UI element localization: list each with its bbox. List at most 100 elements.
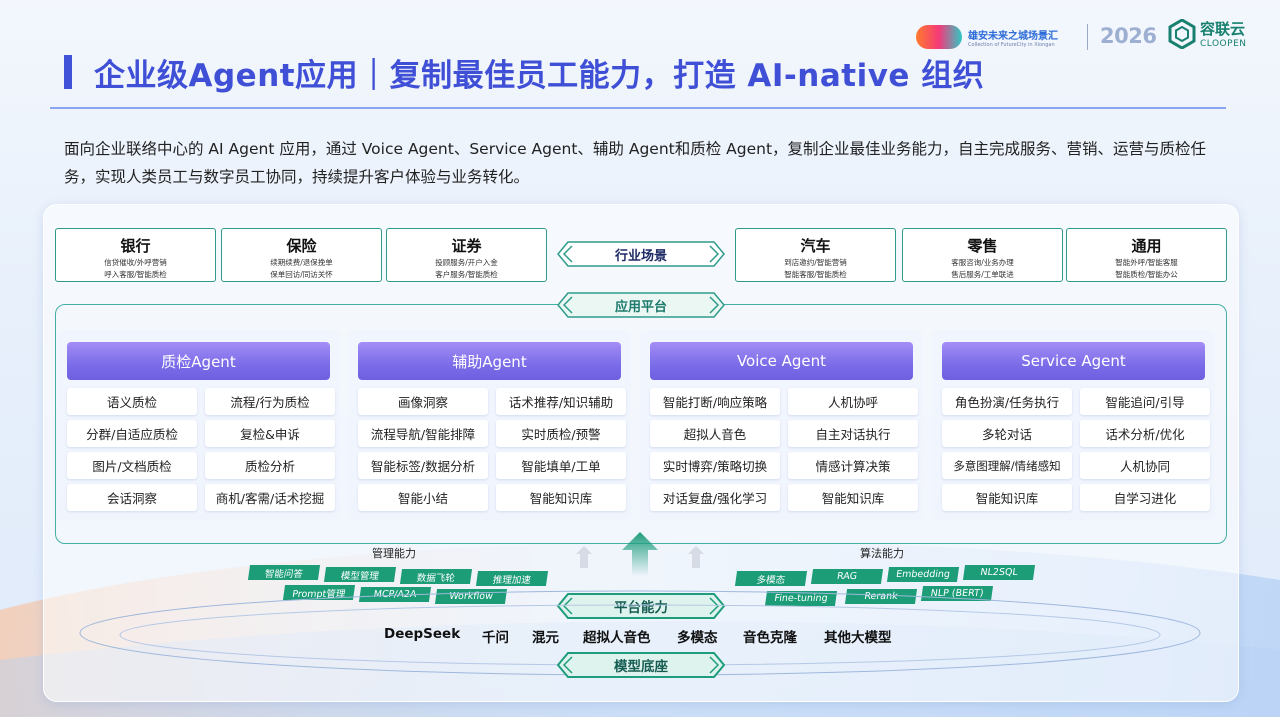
industry-desc: 智能外呼/智能客服 — [1115, 258, 1178, 267]
chevron-tag-icon — [556, 652, 726, 678]
industry-card-auto: 汽车 到店邀约/智能营销 智能客服/智能质检 — [735, 228, 896, 282]
agent-capability: 多意图理解/情绪感知 — [942, 452, 1072, 479]
industry-name: 保险 — [286, 237, 317, 255]
agent-title: Service Agent — [942, 342, 1205, 380]
brand-name-cn: 容联云 — [1200, 20, 1246, 38]
agent-column-assist: 辅助Agent 画像洞察 话术推荐/知识辅助 流程导航/智能排障 实时质检/预警… — [348, 330, 631, 520]
industry-desc: 客户服务/智能质检 — [435, 270, 498, 279]
model-item: 混元 — [532, 630, 559, 646]
agent-title: 辅助Agent — [358, 342, 621, 380]
agent-capability: 实时博弈/策略切换 — [650, 452, 780, 479]
agent-capability: 超拟人音色 — [650, 420, 780, 447]
brand-hex-icon — [1168, 18, 1196, 49]
upward-arrows-icon — [576, 532, 704, 576]
agent-capability: 实时质检/预警 — [496, 420, 626, 447]
industry-desc: 呼入客服/智能质检 — [104, 270, 167, 279]
agent-column-qc: 质检Agent 语义质检 流程/行为质检 分群/自适应质检 复检&申诉 图片/文… — [57, 330, 340, 520]
management-label: 管理能力 — [372, 547, 416, 560]
industry-name: 零售 — [967, 237, 998, 255]
partner-subtitle: Collection of FutureCity in Xiongan — [968, 41, 1055, 48]
agent-capability: 流程/行为质检 — [205, 388, 335, 415]
agent-capability: 商机/客需/话术挖掘 — [205, 484, 335, 511]
title-accent-bar — [64, 55, 72, 89]
chevron-tag-icon — [557, 241, 725, 267]
app-platform-label: 应用平台 — [614, 299, 667, 315]
industry-name: 银行 — [120, 237, 151, 255]
industry-desc: 信贷催收/外呼营销 — [104, 258, 167, 267]
model-item: 音色克隆 — [743, 630, 797, 646]
agent-capability: 角色扮演/任务执行 — [942, 388, 1072, 415]
agent-capability: 情感计算决策 — [788, 452, 918, 479]
industry-desc: 智能质检/智能办公 — [1115, 270, 1178, 279]
agent-column-voice: Voice Agent 智能打断/响应策略 人机协呼 超拟人音色 自主对话执行 … — [640, 330, 923, 520]
industry-card-bank: 银行 信贷催收/外呼营销 呼入客服/智能质检 — [55, 228, 216, 282]
agent-capability: 语义质检 — [67, 388, 197, 415]
industry-name: 通用 — [1131, 237, 1162, 255]
industry-scene-tag: 行业场景 — [556, 240, 726, 268]
algorithm-label: 算法能力 — [860, 547, 904, 560]
agent-capability: 会话洞察 — [67, 484, 197, 511]
industry-desc: 客服咨询/业务办理 — [951, 258, 1014, 267]
agent-capability: 分群/自适应质检 — [67, 420, 197, 447]
title-divider — [50, 107, 1226, 109]
industry-name: 证券 — [451, 237, 482, 255]
model-item: 超拟人音色 — [583, 630, 651, 646]
page-title: 企业级Agent应用｜复制最佳员工能力，打造 AI-native 组织 — [94, 58, 985, 94]
industry-desc: 续期续费/退保挽单 — [270, 258, 333, 267]
industry-name: 汽车 — [800, 237, 831, 255]
agent-capability: 话术分析/优化 — [1080, 420, 1210, 447]
partner-logo-mark-icon — [916, 25, 962, 49]
industry-desc: 投顾服务/开户入金 — [435, 258, 498, 267]
agent-column-service: Service Agent 角色扮演/任务执行 智能追问/引导 多轮对话 话术分… — [932, 330, 1215, 520]
model-item: 其他大模型 — [824, 630, 892, 646]
agent-capability: 智能填单/工单 — [496, 452, 626, 479]
agent-capability: 智能知识库 — [788, 484, 918, 511]
agent-capability: 对话复盘/强化学习 — [650, 484, 780, 511]
logo-divider — [1087, 24, 1088, 50]
agent-capability: 智能追问/引导 — [1080, 388, 1210, 415]
industry-desc: 智能客服/智能质检 — [784, 270, 847, 279]
agent-capability: 话术推荐/知识辅助 — [496, 388, 626, 415]
agent-capability: 智能知识库 — [496, 484, 626, 511]
chevron-tag-icon — [557, 292, 725, 318]
brand-logo: 容联云 CLOOPEN — [1168, 18, 1247, 49]
industry-desc: 到店邀约/智能营销 — [784, 258, 847, 267]
model-item: DeepSeek — [384, 626, 461, 642]
agent-capability: 多轮对话 — [942, 420, 1072, 447]
model-base-label: 模型底座 — [614, 659, 668, 675]
partner-name: 雄安未来之城场景汇 — [968, 30, 1058, 42]
brand-name-en: CLOOPEN — [1200, 39, 1247, 49]
agent-title: 质检Agent — [67, 342, 330, 380]
industry-desc: 保单回访/同访关怀 — [270, 270, 333, 279]
intro-paragraph: 面向企业联络中心的 AI Agent 应用，通过 Voice Agent、Ser… — [64, 140, 1207, 186]
agent-capability: 自主对话执行 — [788, 420, 918, 447]
industry-scene-label: 行业场景 — [614, 248, 667, 264]
app-platform-tag: 应用平台 — [556, 291, 726, 319]
chevron-tag-icon — [556, 593, 726, 619]
agent-capability: 人机协同 — [1080, 452, 1210, 479]
partner-logo: 雄安未来之城场景汇 Collection of FutureCity in Xi… — [916, 22, 1058, 52]
agent-capability: 自学习进化 — [1080, 484, 1210, 511]
agent-capability: 图片/文档质检 — [67, 452, 197, 479]
industry-desc: 售后服务/工单联进 — [951, 270, 1014, 279]
model-item: 多模态 — [677, 630, 718, 646]
event-year: 2026 — [1100, 24, 1157, 48]
model-item: 千问 — [482, 630, 509, 646]
agent-capability: 复检&申诉 — [205, 420, 335, 447]
agent-title: Voice Agent — [650, 342, 913, 380]
agent-capability: 人机协呼 — [788, 388, 918, 415]
agent-capability: 智能小结 — [358, 484, 488, 511]
agent-capability: 流程导航/智能排障 — [358, 420, 488, 447]
agent-capability: 质检分析 — [205, 452, 335, 479]
agent-capability: 智能打断/响应策略 — [650, 388, 780, 415]
industry-card-retail: 零售 客服咨询/业务办理 售后服务/工单联进 — [902, 228, 1063, 282]
model-base-tag: 模型底座 — [556, 651, 726, 679]
industry-card-securities: 证券 投顾服务/开户入金 客户服务/智能质检 — [386, 228, 547, 282]
agent-capability: 画像洞察 — [358, 388, 488, 415]
agent-capability: 智能知识库 — [942, 484, 1072, 511]
platform-capability-tag: 平台能力 — [556, 592, 726, 620]
agent-capability: 智能标签/数据分析 — [358, 452, 488, 479]
industry-card-general: 通用 智能外呼/智能客服 智能质检/智能办公 — [1066, 228, 1227, 282]
industry-card-insurance: 保险 续期续费/退保挽单 保单回访/同访关怀 — [221, 228, 382, 282]
platform-capability-label: 平台能力 — [614, 600, 668, 616]
